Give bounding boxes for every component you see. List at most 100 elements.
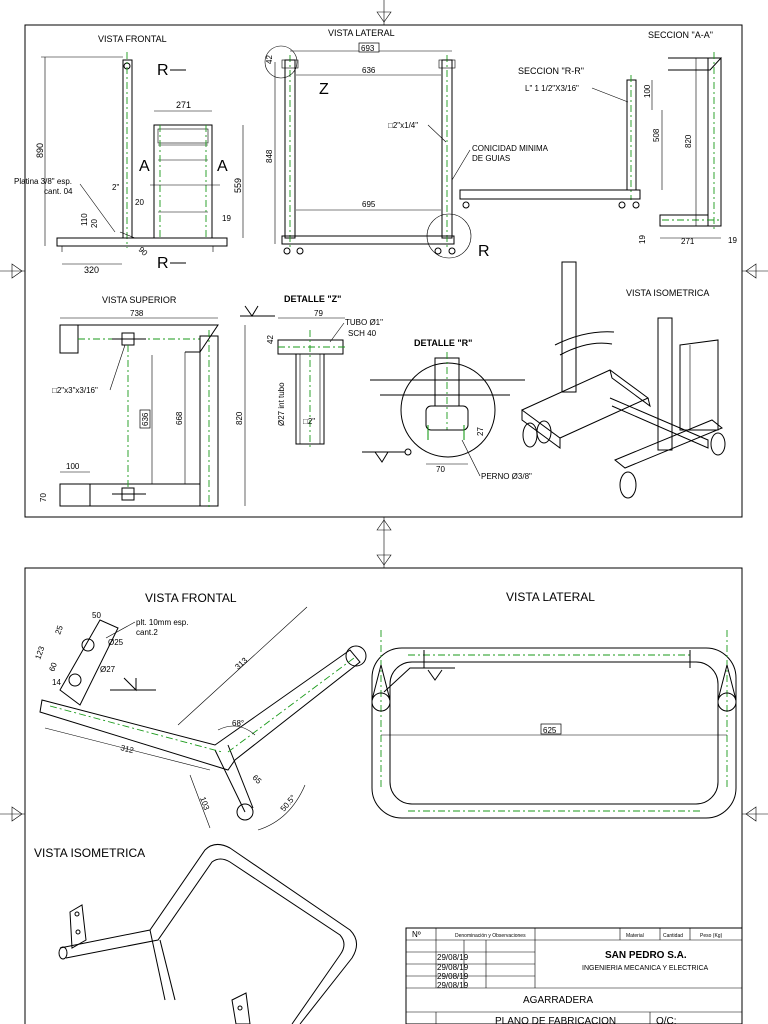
dim-70-sup: 70 [39, 493, 48, 502]
section-r-top: R [157, 62, 169, 79]
dim-70-r: 70 [436, 465, 445, 474]
dim-668: 668 [175, 411, 184, 425]
view-isometrica-2: VISTA ISOMETRICA [34, 844, 357, 1024]
frontal-base [56, 237, 228, 247]
lateral-base [281, 235, 455, 245]
tb-doc: PLANO DE FABRICACION [495, 1016, 616, 1024]
view-isometrica-1: VISTA ISOMETRICA [521, 261, 726, 499]
dim-271: 271 [176, 100, 191, 110]
view-lateral: VISTA LATERAL Z R 693 636 42 848 [264, 28, 549, 260]
tb-part: AGARRADERA [523, 995, 593, 1006]
dim-79: 79 [314, 309, 323, 318]
detalle-r-title: DETALLE "R" [414, 338, 472, 348]
dim-271-aa: 271 [681, 237, 695, 246]
view-lateral-title: VISTA LATERAL [328, 28, 395, 38]
note-cant: cant. 04 [44, 187, 73, 196]
note-tubo-2: SCH 40 [348, 329, 377, 338]
dim-27-r: 27 [476, 427, 485, 436]
handle-outer [371, 647, 737, 819]
view-frontal-title: VISTA FRONTAL [98, 34, 167, 44]
dim-820-sup: 820 [235, 411, 244, 425]
note-tube-sup: □2"x3"x3/16" [52, 386, 98, 395]
note-tubo: □2"x1/4" [388, 121, 418, 130]
dim-100-rr: 100 [643, 84, 652, 98]
dim-25: 25 [53, 624, 65, 636]
detail-r-zoom [400, 362, 496, 458]
tb-date-0: 29/08/19 [437, 953, 469, 962]
tb-subtitle: INGENIERIA MECANICA Y ELECTRICA [582, 965, 708, 972]
view-isometrica-2-title: VISTA ISOMETRICA [34, 846, 145, 860]
dim-20b: 20 [135, 198, 144, 207]
view-seccion-aa: SECCION "A-A" 820 271 19 19 [638, 30, 737, 246]
note-platina: Platina 3/8" esp. [14, 177, 72, 186]
dim-14: 14 [52, 678, 61, 687]
note-int-tubo: Ø27 int tubo [277, 382, 286, 426]
dim-20a: 20 [90, 219, 99, 228]
note-cant-2: cant.2 [136, 628, 158, 637]
detalle-z-title: DETALLE "Z" [284, 294, 341, 304]
sheet-1-center-marks [0, 0, 768, 568]
note-plt: plt. 10mm esp. [136, 618, 188, 627]
view-superior-title: VISTA SUPERIOR [102, 295, 177, 305]
view-superior: VISTA SUPERIOR 738 636 668 820 100 70 [39, 295, 246, 510]
dim-100-sup: 100 [66, 462, 80, 471]
plate [59, 619, 119, 706]
view-frontal: VISTA FRONTAL 890 271 559 [14, 34, 244, 275]
dim-695: 695 [362, 200, 376, 209]
tb-n-label: Nº [412, 930, 421, 939]
view-frontal-2-title: VISTA FRONTAL [145, 591, 237, 605]
dim-2in: 2" [112, 183, 119, 192]
section-a-right: A [217, 158, 228, 175]
sheet-2-center-marks [0, 806, 768, 822]
sheet-2: VISTA FRONTAL 50 25 60 123 14 Ø25 Ø27 pl… [0, 567, 768, 1024]
detail-r-circle [426, 213, 472, 259]
tb-head-2: Cantidad [663, 933, 683, 939]
view-frontal-2: VISTA FRONTAL 50 25 60 123 14 Ø25 Ø27 pl… [33, 591, 367, 831]
note-conicidad-1: CONICIDAD MINIMA [472, 144, 549, 153]
rr-base [459, 189, 641, 200]
view-lateral-2: VISTA LATERAL 625 [371, 590, 737, 819]
handle-inner [389, 661, 719, 805]
section-a-left: A [139, 158, 150, 175]
sheet-2-border [24, 567, 743, 1024]
tb-head-1: Material [626, 933, 644, 939]
dim-phi25: Ø25 [108, 638, 124, 647]
dim-60: 60 [47, 661, 59, 673]
note-perno: PERNO Ø3/8" [481, 472, 532, 481]
dim-820-aa: 820 [684, 134, 693, 148]
view-lateral-2-title: VISTA LATERAL [506, 590, 595, 604]
superior-bottom-rail [59, 483, 201, 507]
detail-z-circle [264, 45, 298, 79]
dim-65: 65 [251, 773, 264, 786]
iso-post-1 [561, 261, 577, 393]
dim-312: 312 [120, 743, 136, 755]
dim-890: 890 [35, 143, 45, 158]
sheet-1-border [24, 24, 743, 518]
tb-date-1: 29/08/19 [437, 963, 469, 972]
dim-phi27: Ø27 [100, 665, 116, 674]
dim-42-z: 42 [266, 335, 275, 344]
seccion-rr-title: SECCION "R-R" [518, 66, 584, 76]
dim-636-sup: 636 [141, 412, 150, 426]
dim-19: 19 [222, 214, 231, 223]
dim-508: 508 [652, 128, 661, 142]
dim-693: 693 [361, 44, 375, 53]
dim-636: 636 [362, 66, 376, 75]
section-r-bottom: R [157, 255, 169, 272]
frontal-post [122, 59, 133, 239]
frontal-frame [153, 124, 213, 239]
label-r: R [478, 243, 490, 260]
dim-320: 320 [84, 265, 99, 275]
agarradera-tube [39, 649, 361, 771]
dim-625: 625 [543, 726, 557, 735]
tb-company: SAN PEDRO S.A. [605, 950, 687, 961]
view-detalle-r: DETALLE "R" 70 27 PERNO Ø3/8" [362, 338, 532, 481]
view-seccion-rr: SECCION "R-R" L" 1 1/2"X3/16" 100 508 [459, 66, 663, 209]
tb-head-0: Denominación y Observaciones [455, 933, 526, 939]
dim-313: 313 [233, 655, 249, 671]
aa-post [707, 57, 722, 227]
z-post [295, 353, 325, 445]
tb-date-3: 29/08/19 [437, 981, 469, 990]
view-isometrica-1-title: VISTA ISOMETRICA [626, 288, 709, 298]
dim-42: 42 [265, 55, 274, 64]
